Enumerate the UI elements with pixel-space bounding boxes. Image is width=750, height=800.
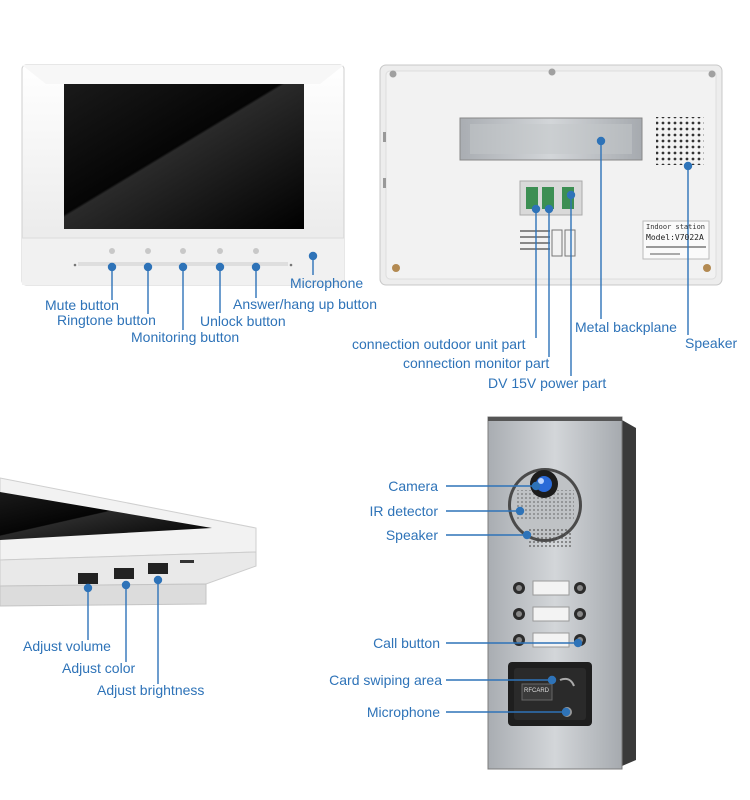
label-camera: Camera <box>388 478 438 494</box>
label-metal-backplane: Metal backplane <box>575 319 677 335</box>
label-monitor-part: connection monitor part <box>403 355 550 371</box>
front-monitor <box>21 64 345 286</box>
label-unlock-button: Unlock button <box>200 313 286 329</box>
label-card-swiping-area: Card swiping area <box>329 672 442 688</box>
label-monitoring-button: Monitoring button <box>131 329 240 345</box>
speaker-grille <box>528 528 572 548</box>
back-speaker-grille <box>656 117 704 165</box>
outdoor-unit <box>487 416 636 770</box>
label-adjust-volume: Adjust volume <box>23 638 111 654</box>
model-sticker-model: Model:V7022A <box>646 233 704 242</box>
label-microphone-outdoor: Microphone <box>366 704 440 720</box>
label-call-button: Call button <box>373 635 440 651</box>
label-speaker-back: Speaker <box>685 335 738 351</box>
label-adjust-brightness: Adjust brightness <box>97 682 205 698</box>
rfcard-text: RFCARD <box>524 688 549 694</box>
back-panel <box>379 64 723 286</box>
call-button-rows <box>513 580 586 648</box>
side-monitor <box>0 477 257 607</box>
label-ringtone-button: Ringtone button <box>57 312 156 328</box>
label-power-part: DV 15V power part <box>488 375 607 391</box>
label-adjust-color: Adjust color <box>62 660 136 676</box>
monitor-screen <box>64 84 304 229</box>
label-mute-button: Mute button <box>45 297 119 313</box>
model-sticker-title: Indoor station <box>646 223 706 231</box>
callout-lines <box>83 136 693 717</box>
label-answer-hangup-button: Answer/hang up button <box>233 296 377 312</box>
label-microphone-front: Microphone <box>290 275 364 291</box>
label-outdoor-unit-part: connection outdoor unit part <box>352 336 526 352</box>
label-ir-detector: IR detector <box>369 503 438 519</box>
label-speaker-outdoor: Speaker <box>385 527 438 543</box>
